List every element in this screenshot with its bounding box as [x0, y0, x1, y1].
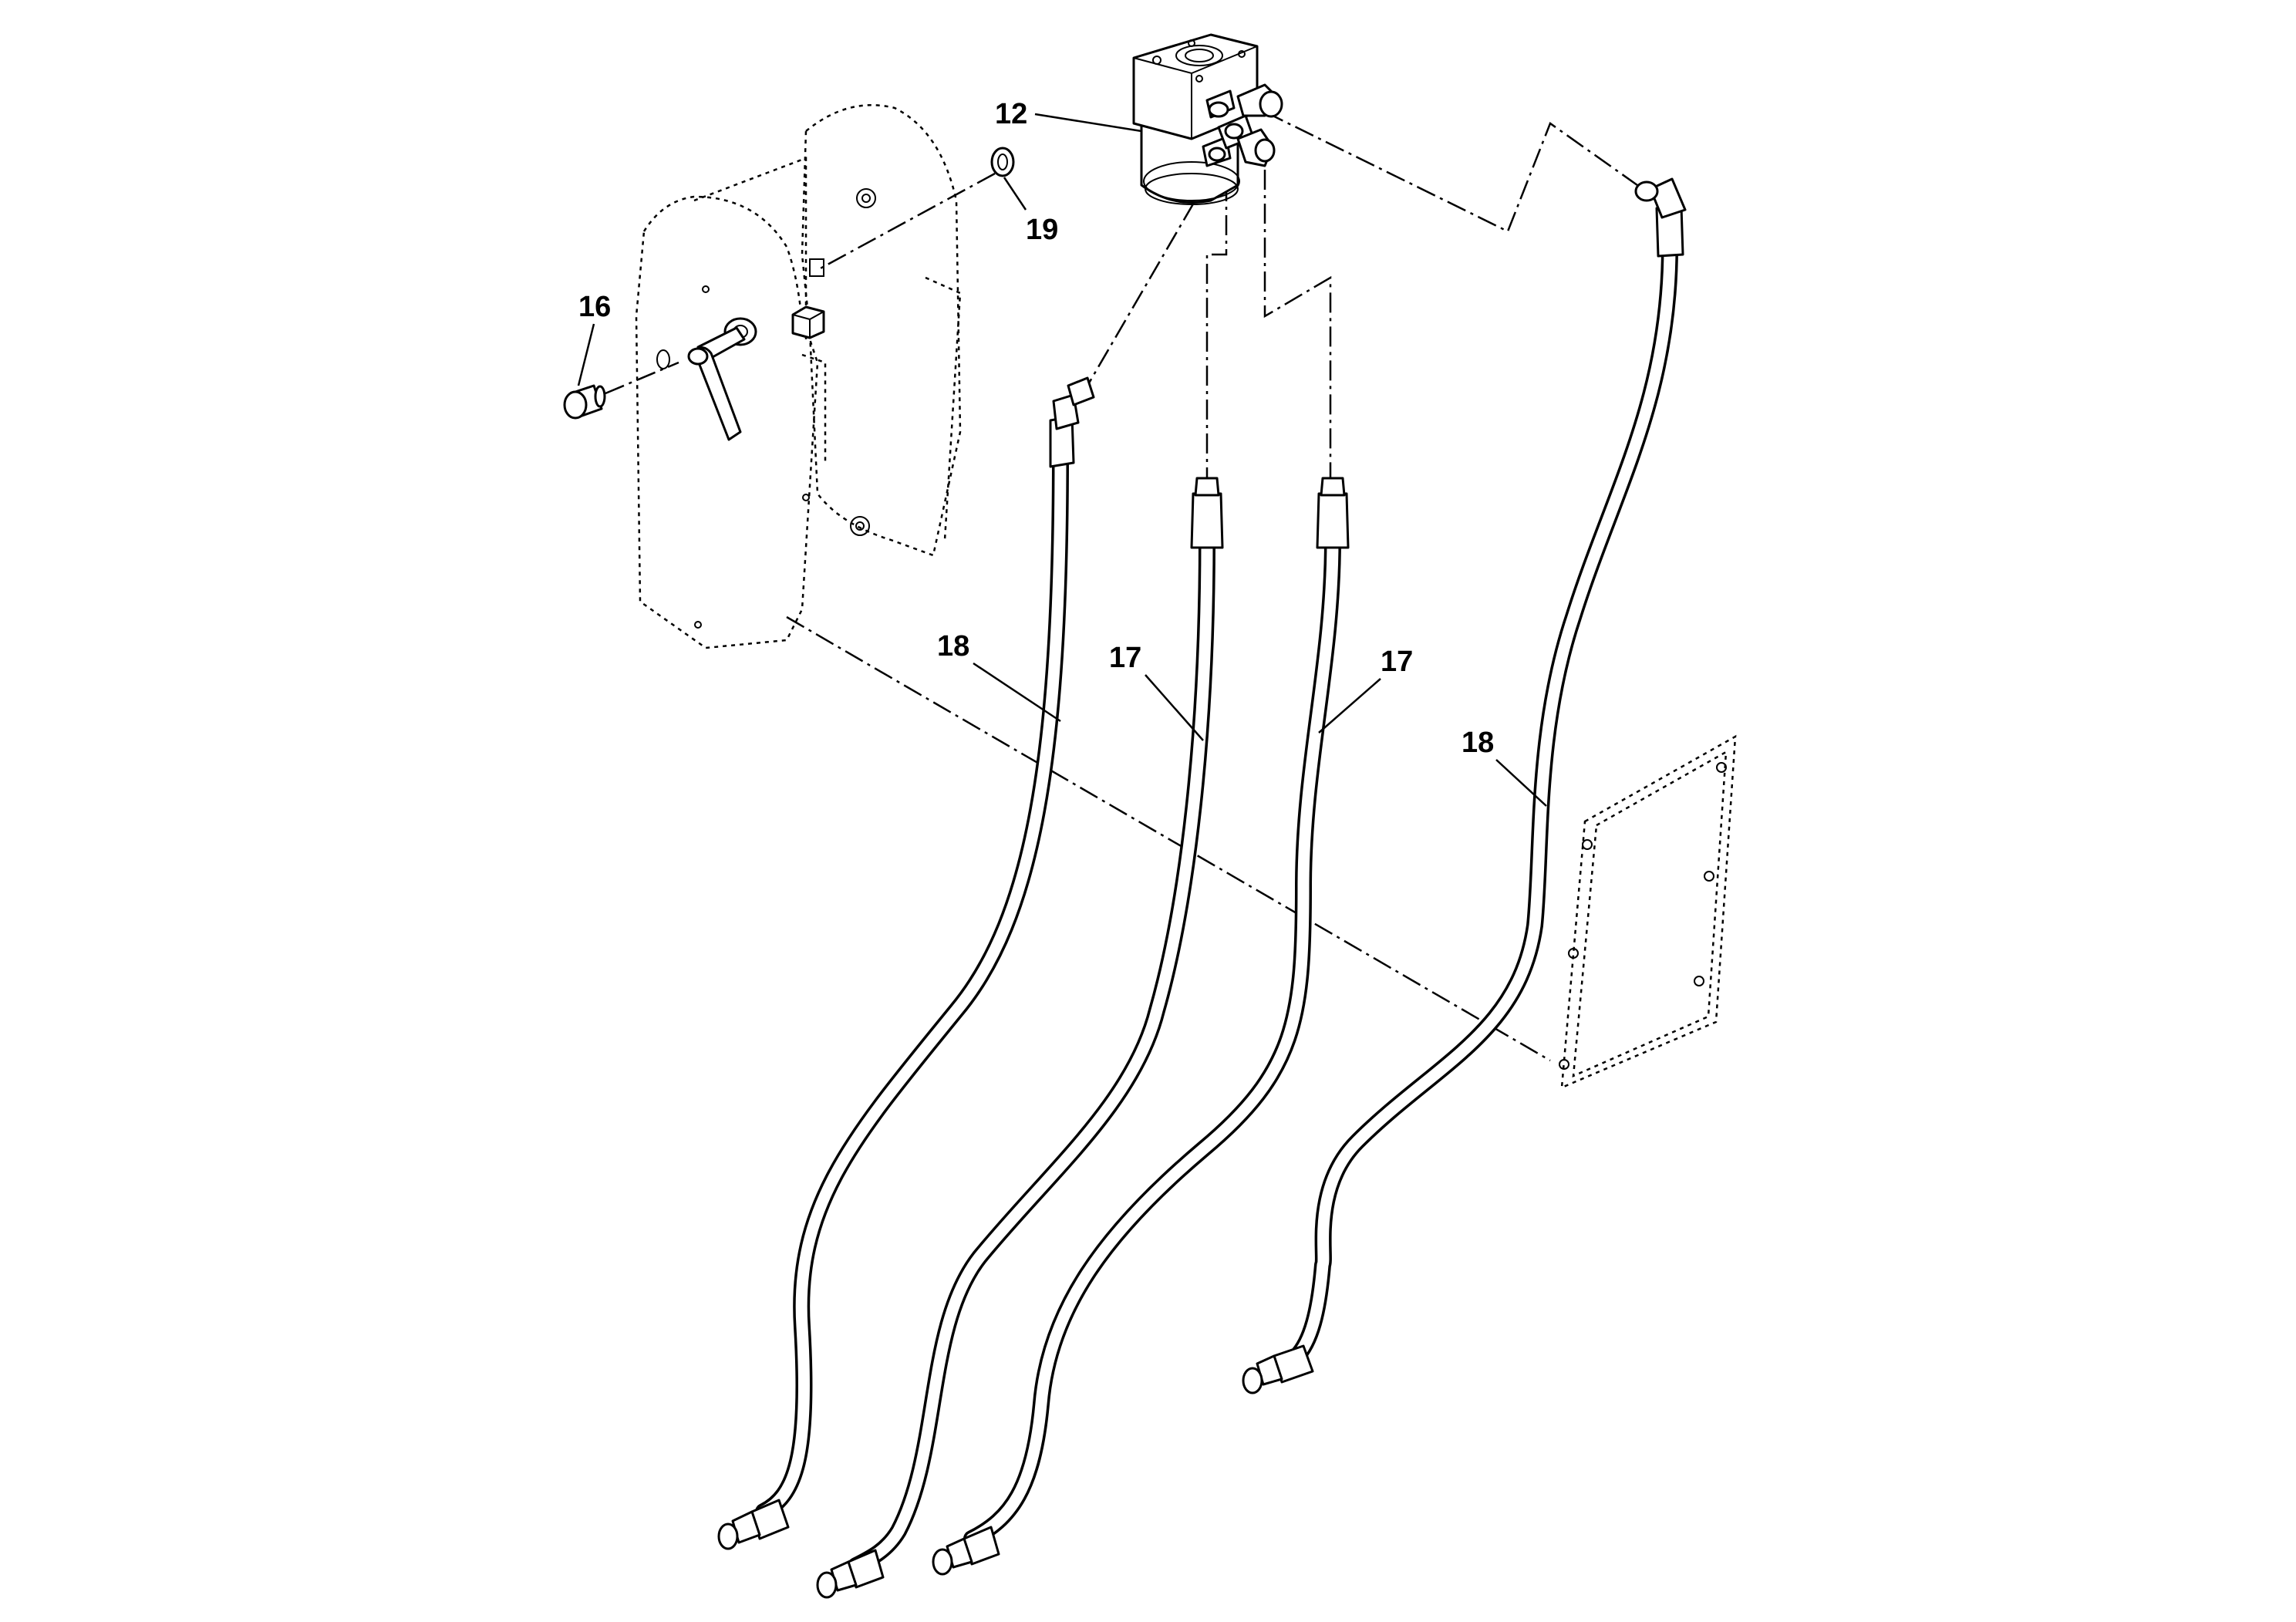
assembly-lines	[605, 110, 1644, 1062]
callouts: 12 16 19 18 17 17 18	[577, 98, 1547, 807]
clip-part-19	[990, 147, 1015, 177]
callout-18-left-label: 18	[937, 630, 969, 663]
hose-part-18-right	[1242, 177, 1687, 1394]
mounting-bracket	[635, 104, 962, 649]
cover-plate	[1559, 734, 1737, 1089]
callout-17-middle: 17	[1109, 642, 1204, 741]
hose-part-17-middle	[816, 477, 1224, 1599]
steering-unit-part-12	[1132, 33, 1283, 205]
hose-part-17-right	[932, 477, 1350, 1576]
hose-part-18-left	[717, 376, 1095, 1550]
callout-18-right: 18	[1462, 727, 1547, 807]
callout-19: 19	[1003, 177, 1058, 246]
hoses	[717, 177, 1687, 1599]
knob-part-16	[563, 384, 606, 420]
callout-17-right-label: 17	[1381, 646, 1413, 678]
callout-17-middle-label: 17	[1109, 642, 1141, 674]
callout-12: 12	[995, 98, 1142, 133]
callout-16: 16	[577, 291, 611, 386]
callout-16-label: 16	[578, 291, 611, 323]
callout-17-right: 17	[1318, 646, 1413, 733]
callout-18-right-label: 18	[1462, 727, 1494, 759]
callout-18-left: 18	[937, 630, 1061, 723]
callout-12-label: 12	[995, 98, 1027, 130]
callout-19-label: 19	[1026, 214, 1058, 246]
